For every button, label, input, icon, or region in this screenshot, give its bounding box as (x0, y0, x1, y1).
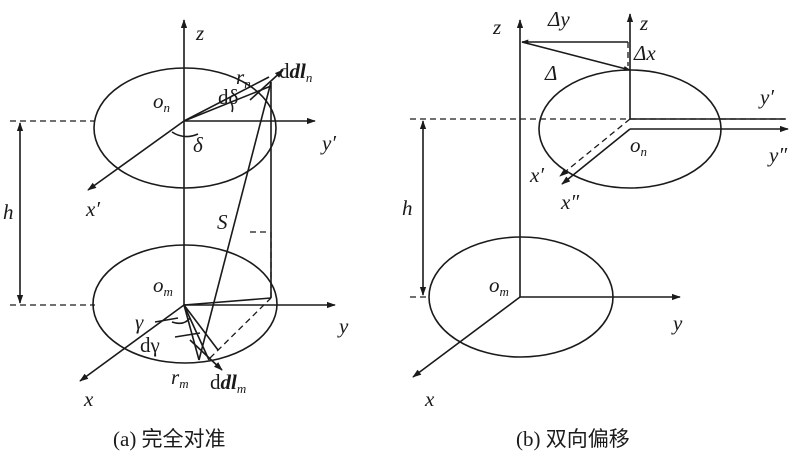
lower-origin-label: om (153, 273, 173, 299)
y-axis-label: y (337, 314, 349, 338)
lower-origin-main: o (153, 273, 164, 297)
z-axis-label-b: z (492, 15, 501, 39)
upper-element-sub: n (306, 70, 313, 85)
upper-origin-main-b: o (630, 133, 641, 157)
d-delta-label: dδ (218, 85, 239, 109)
x-dprime-label: x″ (560, 190, 579, 214)
upper-element-arrow (249, 69, 284, 101)
lower-dashed-line (209, 297, 272, 359)
lower-radius-label: rm (171, 365, 189, 391)
lower-radius-line-3 (183, 304, 219, 351)
lower-element-l: dl (221, 370, 238, 394)
upper-radius-line-2 (183, 76, 270, 122)
lower-origin-main-b: o (489, 273, 500, 297)
upper-radius-main: r (236, 65, 245, 89)
gamma-tick (154, 317, 179, 323)
y-prime-label-b: y′ (758, 85, 774, 109)
d-gamma-label: dγ (140, 333, 160, 357)
y-axis-label-b: y (671, 311, 683, 335)
x-prime-axis (87, 120, 185, 191)
lower-radius-line-2 (183, 304, 210, 361)
lower-radius-line (183, 304, 200, 361)
distance-label: S (217, 210, 228, 234)
panel-a-caption: (a) 完全对准 (113, 427, 226, 451)
lower-origin-label-b: om (489, 273, 509, 299)
offset-label: Δ (544, 61, 557, 85)
x-dprime-axis (561, 128, 631, 185)
d-delta-arc (229, 100, 234, 113)
d-gamma-tick (174, 332, 201, 338)
panel-b: h z Δy Δx Δ z y′ y″ x′ x″ on om y x (b) … (402, 7, 790, 451)
gamma-label: γ (135, 310, 144, 334)
lower-origin-sub: m (164, 284, 173, 299)
upper-element-l: dl (290, 59, 307, 83)
gamma-arc (171, 317, 191, 325)
x-prime-label-b: x′ (529, 163, 544, 187)
upper-radius-line (183, 85, 272, 122)
lower-element-d: d (210, 370, 221, 394)
x-axis-label-b: x (424, 387, 435, 411)
upper-origin-label-b: on (630, 133, 647, 159)
lower-chord-line (183, 297, 272, 306)
x-prime-axis-b (559, 118, 631, 177)
offset-x-label: Δx (633, 41, 656, 65)
x-axis-label: x (83, 387, 94, 411)
y-dprime-label: y″ (767, 143, 787, 167)
lower-origin-sub-b: m (500, 284, 509, 299)
upper-radius-label: rn (236, 65, 251, 91)
lower-element-sub: m (237, 381, 246, 396)
z-axis-label: z (195, 21, 204, 45)
offset-arrow (521, 41, 631, 71)
x-axis (79, 304, 185, 382)
upper-origin-sub-b: n (641, 144, 648, 159)
upper-coil-ellipse (93, 67, 277, 189)
offset-y-label: Δy (547, 7, 570, 31)
z-axis-2-label: z (639, 11, 648, 35)
delta-label: δ (193, 133, 204, 157)
distance-line (198, 81, 272, 361)
panel-b-caption: (b) 双向偏移 (516, 427, 630, 451)
upper-element-label: ddln (279, 59, 312, 85)
lower-coil-ellipse (92, 244, 278, 364)
panel-a: h z y′ x′ y x (3, 19, 349, 451)
x-prime-axis-label: x′ (85, 197, 100, 221)
upper-origin-main: o (153, 89, 164, 113)
lower-element-label: ddlm (210, 370, 246, 396)
upper-radius-sub: n (244, 76, 251, 91)
delta-arc (171, 131, 199, 138)
upper-element-d: d (279, 59, 290, 83)
lower-element-arrow (189, 339, 223, 371)
lower-radius-main: r (171, 365, 180, 389)
y-prime-axis-label: y′ (320, 131, 336, 155)
height-label: h (3, 200, 14, 224)
upper-origin-label: on (153, 89, 170, 115)
upper-origin-sub: n (164, 100, 171, 115)
x-axis-b (412, 296, 521, 378)
lower-radius-sub: m (179, 376, 188, 391)
height-label-b: h (402, 196, 413, 220)
